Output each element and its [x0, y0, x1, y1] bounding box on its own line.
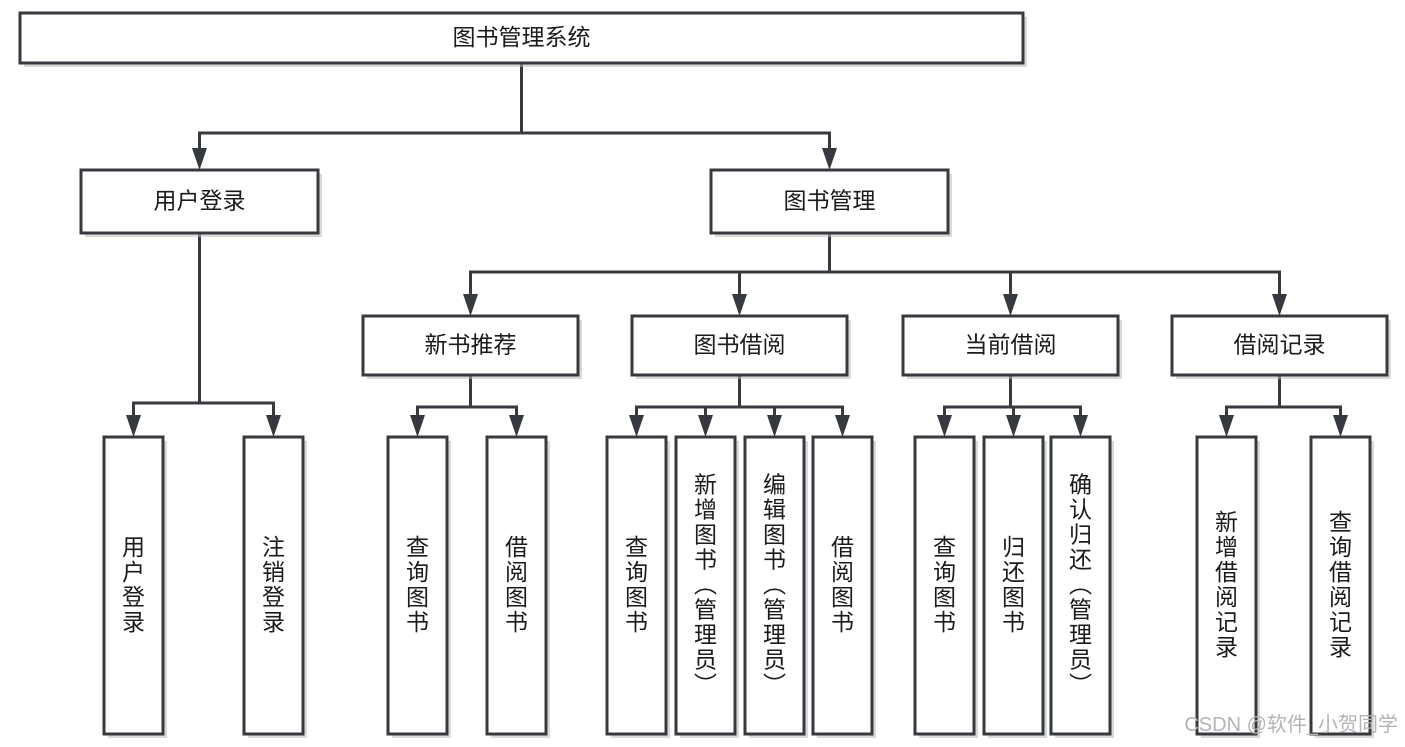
arrow-head-icon — [937, 415, 952, 437]
node-book-borrow[interactable]: 图书借阅 — [630, 314, 851, 379]
node-box[interactable] — [982, 435, 1045, 736]
node-box[interactable] — [242, 435, 305, 736]
arrow-head-icon — [698, 415, 713, 437]
arrow-head-icon — [767, 415, 782, 437]
node-box[interactable] — [811, 435, 874, 736]
arrow-head-icon — [822, 148, 837, 170]
arrow-head-icon — [192, 148, 207, 170]
node-label: 借阅图书 — [831, 534, 854, 635]
node-label: 新增图书︵管理员︶ — [694, 472, 717, 698]
node-leaf-add-record[interactable]: 新增借阅记录 — [1195, 435, 1260, 738]
arrow-head-icon — [1003, 294, 1018, 316]
node-box[interactable] — [605, 435, 668, 736]
arrow-head-icon — [629, 415, 644, 437]
edge-group-root — [192, 61, 837, 170]
node-label: 确认归还︵管理员︶ — [1069, 472, 1092, 698]
node-label: 新增借阅记录 — [1215, 509, 1238, 660]
node-label: 新书推荐 — [425, 332, 517, 358]
node-leaf-borrow-book-rec[interactable]: 借阅图书 — [485, 435, 550, 738]
node-leaf-user-logout[interactable]: 注销登录 — [242, 435, 307, 738]
node-label: 查询图书 — [625, 534, 648, 635]
arrow-head-icon — [410, 415, 425, 437]
arrow-head-icon — [266, 415, 281, 437]
node-box[interactable] — [743, 435, 806, 736]
arrow-head-icon — [1219, 415, 1234, 437]
node-book-manage[interactable]: 图书管理 — [709, 168, 952, 237]
node-box[interactable] — [102, 435, 165, 736]
node-box[interactable] — [674, 435, 737, 736]
arrow-head-icon — [835, 415, 850, 437]
node-leaf-borrow-book[interactable]: 借阅图书 — [811, 435, 876, 738]
node-leaf-query-book-cur[interactable]: 查询图书 — [913, 435, 978, 738]
node-label: 图书管理系统 — [453, 24, 591, 50]
node-leaf-add-book[interactable]: 新增图书︵管理员︶ — [674, 435, 739, 738]
node-label: 归还图书 — [1002, 534, 1025, 635]
node-box[interactable] — [18, 11, 1025, 65]
node-current-borrow[interactable]: 当前借阅 — [901, 314, 1122, 379]
node-leaf-user-login[interactable]: 用户登录 — [102, 435, 167, 738]
node-box[interactable] — [1170, 314, 1389, 377]
node-label: 查询图书 — [933, 534, 956, 635]
node-leaf-confirm-return[interactable]: 确认归还︵管理员︶ — [1049, 435, 1114, 738]
edge-layer — [126, 61, 1348, 437]
node-leaf-query-book-rec[interactable]: 查询图书 — [386, 435, 451, 738]
node-box[interactable] — [630, 314, 849, 377]
node-label: 查询图书 — [406, 534, 429, 635]
node-box[interactable] — [485, 435, 548, 736]
node-user-login[interactable]: 用户登录 — [79, 168, 322, 237]
node-label: 用户登录 — [122, 534, 145, 635]
node-box[interactable] — [913, 435, 976, 736]
node-box[interactable] — [709, 168, 950, 235]
node-box[interactable] — [1049, 435, 1112, 736]
node-box[interactable] — [901, 314, 1120, 377]
node-label: 编辑图书︵管理员︶ — [763, 472, 786, 698]
edge-group-current-borrow — [937, 373, 1088, 437]
node-box[interactable] — [79, 168, 320, 235]
edge-group-borrow-record — [1219, 373, 1348, 437]
arrow-head-icon — [509, 415, 524, 437]
arrow-head-icon — [732, 294, 747, 316]
node-box[interactable] — [1195, 435, 1258, 736]
node-label: 查询借阅记录 — [1329, 509, 1352, 660]
node-label: 注销登录 — [262, 534, 285, 635]
node-box[interactable] — [386, 435, 449, 736]
node-label: 图书借阅 — [694, 332, 786, 358]
node-label: 图书管理 — [784, 188, 876, 214]
arrow-head-icon — [126, 415, 141, 437]
node-root[interactable]: 图书管理系统 — [18, 11, 1027, 67]
arrow-head-icon — [463, 294, 478, 316]
arrow-head-icon — [1272, 294, 1287, 316]
node-label: 当前借阅 — [965, 332, 1057, 358]
edge-group-book-manage — [463, 231, 1287, 316]
node-leaf-edit-book[interactable]: 编辑图书︵管理员︶ — [743, 435, 808, 738]
node-leaf-query-record[interactable]: 查询借阅记录 — [1309, 435, 1374, 738]
node-label: 用户登录 — [154, 188, 246, 214]
node-borrow-record[interactable]: 借阅记录 — [1170, 314, 1391, 379]
csdn-watermark: CSDN @软件_小贺同学 — [1184, 713, 1398, 736]
node-label: 借阅图书 — [505, 534, 528, 635]
node-leaf-query-book[interactable]: 查询图书 — [605, 435, 670, 738]
node-box[interactable] — [1309, 435, 1372, 736]
edge-group-new-book-rec — [410, 373, 524, 437]
arrow-head-icon — [1333, 415, 1348, 437]
node-new-book-rec[interactable]: 新书推荐 — [361, 314, 582, 379]
arrow-head-icon — [1073, 415, 1088, 437]
edge-group-user-login — [126, 231, 281, 437]
arrow-head-icon — [1006, 415, 1021, 437]
node-leaf-return-book[interactable]: 归还图书 — [982, 435, 1047, 738]
node-layer: 图书管理系统用户登录图书管理新书推荐图书借阅当前借阅借阅记录用户登录注销登录查询… — [18, 11, 1391, 738]
edge-group-book-borrow — [629, 373, 850, 437]
node-box[interactable] — [361, 314, 580, 377]
node-label: 借阅记录 — [1234, 332, 1326, 358]
